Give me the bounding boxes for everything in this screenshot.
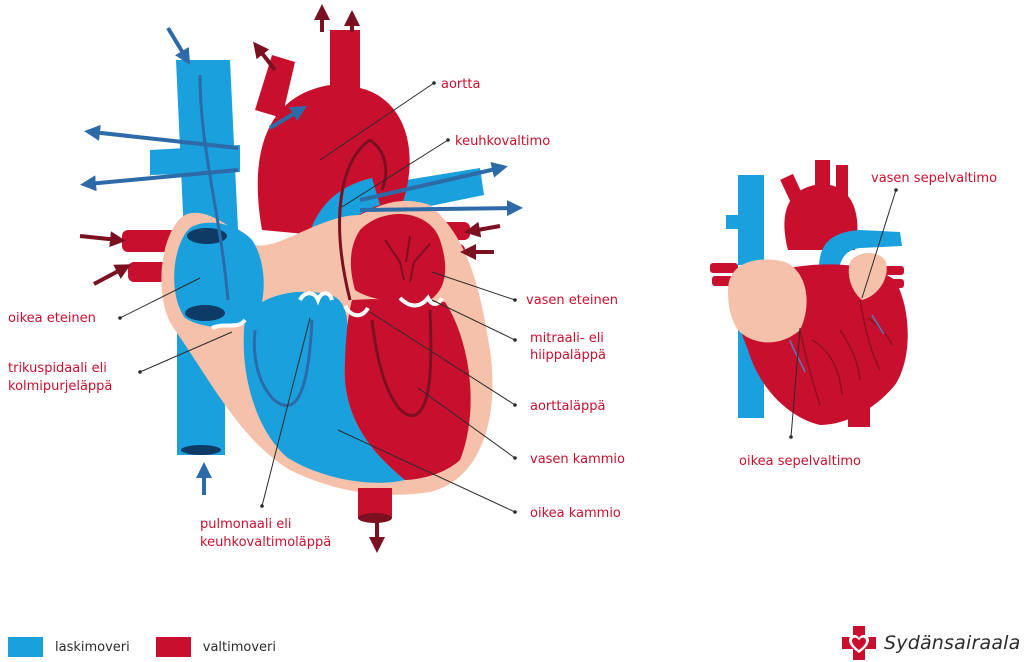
leader-dot xyxy=(432,81,436,85)
label-oikea-eteinen: oikea eteinen xyxy=(8,311,96,326)
label-aortta: aortta xyxy=(441,77,480,92)
label-trikuspidaali-1: trikuspidaali eli xyxy=(8,361,107,376)
legend-swatch-vein xyxy=(8,637,43,657)
leader-dot xyxy=(260,504,264,508)
legend-label-vein: laskimoveri xyxy=(55,640,130,655)
label-vasen-sepelvaltimo: vasen sepelvaltimo xyxy=(871,171,997,186)
leader-dot xyxy=(513,510,517,514)
right-atrium-small xyxy=(728,259,807,342)
leader-dot xyxy=(446,138,450,142)
label-oikea-kammio: oikea kammio xyxy=(530,506,621,521)
label-pulmonaali-2: keuhkovaltimoläppä xyxy=(200,535,331,550)
leader-dot xyxy=(513,403,517,407)
label-mitraali-1: mitraali- eli xyxy=(530,331,604,346)
vein-branch-small xyxy=(726,215,756,229)
arrow-red xyxy=(94,268,124,284)
label-pulmonaali-1: pulmonaali eli xyxy=(200,517,291,532)
arrow-blue xyxy=(168,28,186,58)
descending-aorta-opening xyxy=(358,513,392,523)
leader-dot xyxy=(789,435,793,439)
leader-dot xyxy=(138,370,142,374)
label-aorttalappa: aorttaläppä xyxy=(530,399,605,414)
leader-dot xyxy=(513,456,517,460)
brand-name: Sydänsairaala xyxy=(884,632,1021,654)
aorta-stub-small xyxy=(848,405,870,427)
arrow-red xyxy=(472,226,500,231)
ivc-opening xyxy=(185,305,225,321)
label-vasen-kammio: vasen kammio xyxy=(530,452,625,467)
label-keuhkovaltimo: keuhkovaltimo xyxy=(455,134,550,149)
arrow-blue xyxy=(360,208,515,210)
artery-branch-small xyxy=(836,165,848,205)
legend: laskimoveri valtimoveri xyxy=(8,636,302,658)
brand-logo: Sydänsairaala xyxy=(842,626,1021,660)
leader-dot xyxy=(118,316,122,320)
label-oikea-sepelvaltimo: oikea sepelvaltimo xyxy=(739,454,861,469)
leader-dot xyxy=(894,188,898,192)
exterior-heart xyxy=(710,160,908,427)
vena-cava-opening xyxy=(181,445,221,455)
legend-label-artery: valtimoveri xyxy=(203,640,276,655)
leader-dot xyxy=(513,298,517,302)
legend-swatch-artery xyxy=(156,637,191,657)
label-trikuspidaali-2: kolmipurjeläppä xyxy=(8,379,112,394)
heart-cross-icon xyxy=(842,626,876,660)
label-vasen-eteinen: vasen eteinen xyxy=(526,293,618,308)
leader-dot xyxy=(513,338,517,342)
label-mitraali-2: hiippaläppä xyxy=(530,348,606,363)
vein-stub-small xyxy=(710,263,738,273)
arrow-red xyxy=(80,236,118,240)
